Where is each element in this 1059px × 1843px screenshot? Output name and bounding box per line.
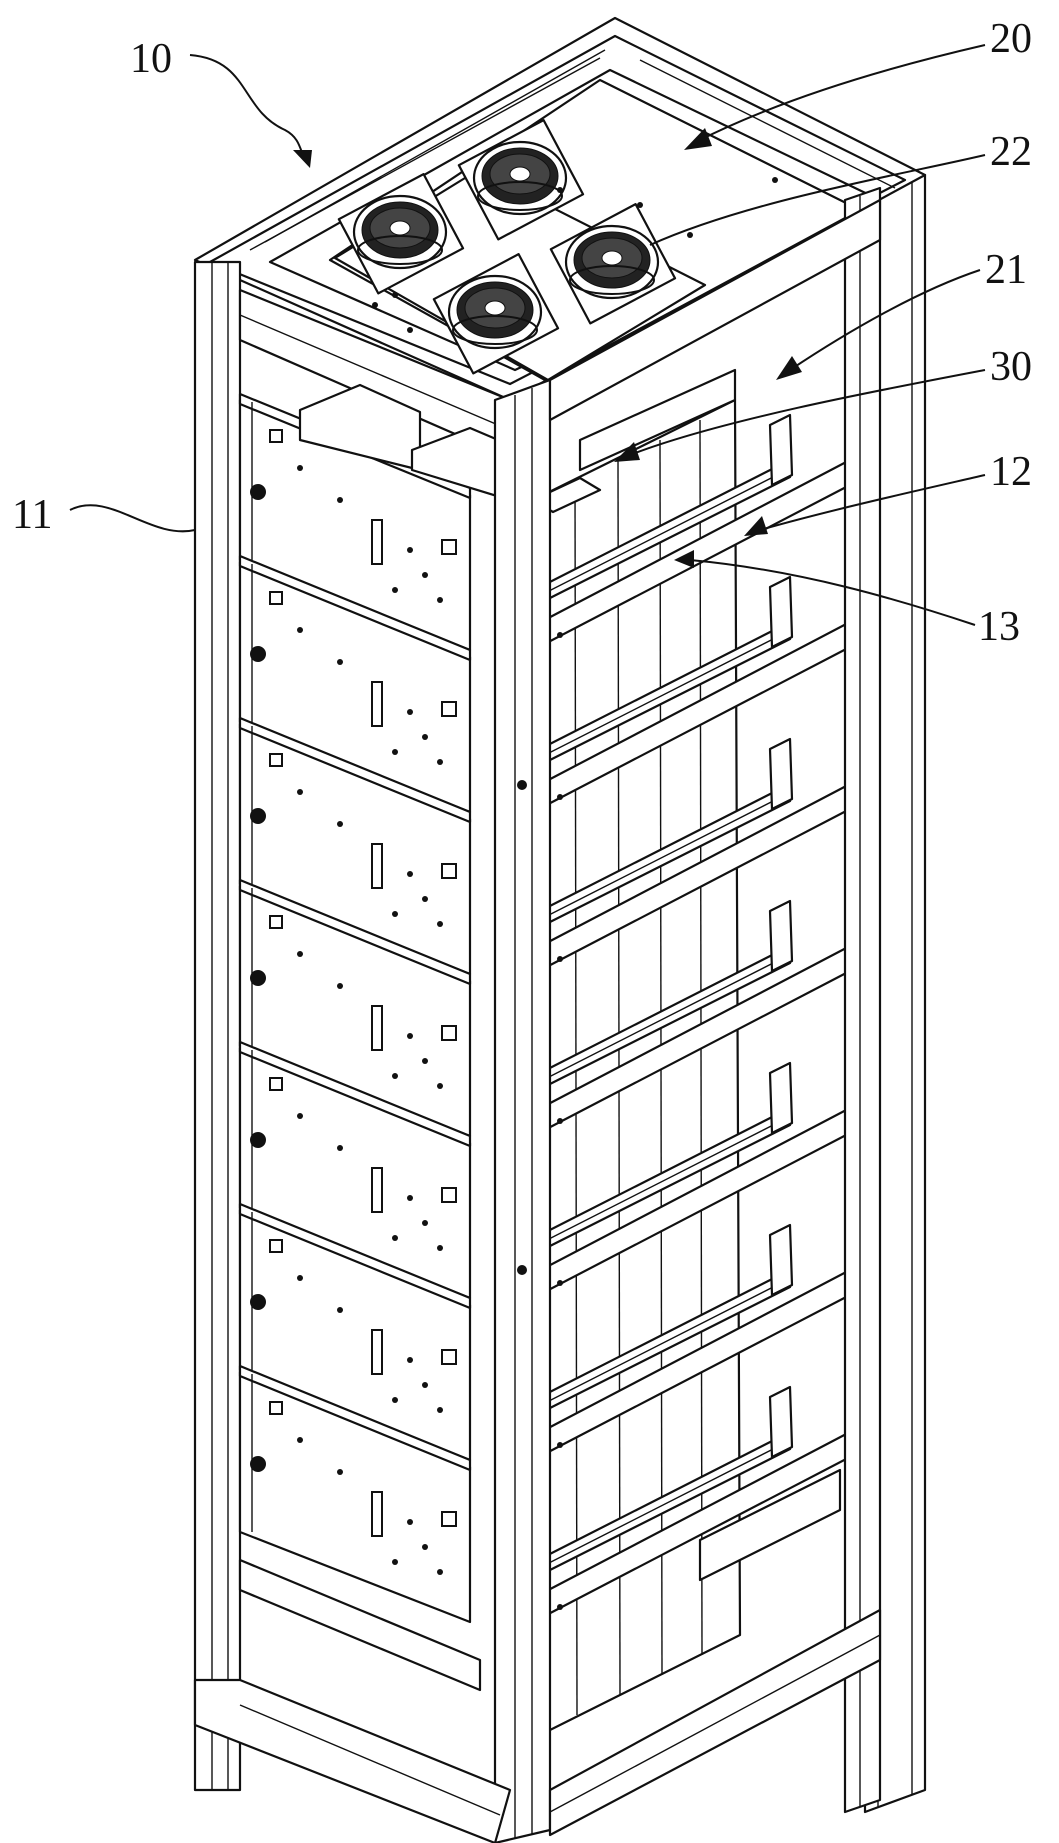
leader-10 bbox=[189, 54, 306, 161]
shelf-stack bbox=[533, 413, 858, 1623]
leader-21 bbox=[789, 269, 981, 371]
screw-hole bbox=[372, 302, 378, 308]
fan-icon bbox=[457, 119, 585, 241]
label-20: 20 bbox=[990, 16, 1032, 62]
fan-icon bbox=[549, 203, 677, 325]
leader-20 bbox=[699, 44, 986, 141]
power-module bbox=[238, 554, 472, 814]
arrowhead-10 bbox=[293, 150, 312, 168]
arrowhead-13 bbox=[674, 550, 694, 568]
arrowhead-21 bbox=[776, 356, 802, 380]
leader-30 bbox=[629, 369, 986, 456]
arrowhead-12 bbox=[744, 516, 768, 536]
rail-bracket bbox=[768, 1223, 794, 1297]
screw-hole bbox=[392, 292, 398, 298]
arrowhead-20 bbox=[684, 128, 712, 150]
power-module bbox=[238, 1040, 472, 1300]
arrowhead-30 bbox=[614, 442, 640, 462]
screw-hole bbox=[637, 202, 643, 208]
screw-hole bbox=[772, 177, 778, 183]
label-21: 21 bbox=[985, 247, 1027, 293]
rail-bracket bbox=[768, 413, 794, 487]
rail-bracket bbox=[768, 1061, 794, 1135]
rail-bracket bbox=[768, 1385, 794, 1459]
power-module bbox=[238, 1364, 472, 1624]
reference-labels: 10 20 22 21 30 12 13 11 bbox=[12, 16, 1032, 650]
leader-11 bbox=[69, 504, 196, 533]
screw-hole bbox=[407, 327, 413, 333]
fan-icon bbox=[432, 253, 560, 375]
left-front-post bbox=[193, 260, 242, 1792]
right-front-post bbox=[843, 186, 882, 1814]
power-module bbox=[238, 716, 472, 976]
fan-group bbox=[337, 119, 778, 375]
label-22: 22 bbox=[990, 129, 1032, 175]
label-30: 30 bbox=[990, 344, 1032, 390]
label-13: 13 bbox=[978, 604, 1020, 650]
leader-lines bbox=[69, 44, 986, 626]
rail-bracket bbox=[768, 737, 794, 811]
leader-13 bbox=[689, 559, 976, 626]
label-12: 12 bbox=[990, 449, 1032, 495]
power-module bbox=[238, 1202, 472, 1462]
screw-hole bbox=[557, 187, 563, 193]
module-stack bbox=[238, 392, 472, 1624]
leader-12 bbox=[759, 474, 986, 531]
right-top-crossbar bbox=[548, 198, 882, 422]
bottom-frame bbox=[193, 1468, 882, 1843]
fan-icon bbox=[337, 173, 465, 295]
leader-22 bbox=[649, 154, 986, 246]
rail-bracket bbox=[768, 899, 794, 973]
center-front-post bbox=[493, 378, 552, 1843]
label-10: 10 bbox=[130, 36, 172, 82]
rail-bracket bbox=[768, 575, 794, 649]
screw-hole bbox=[687, 232, 693, 238]
label-11: 11 bbox=[12, 492, 52, 538]
